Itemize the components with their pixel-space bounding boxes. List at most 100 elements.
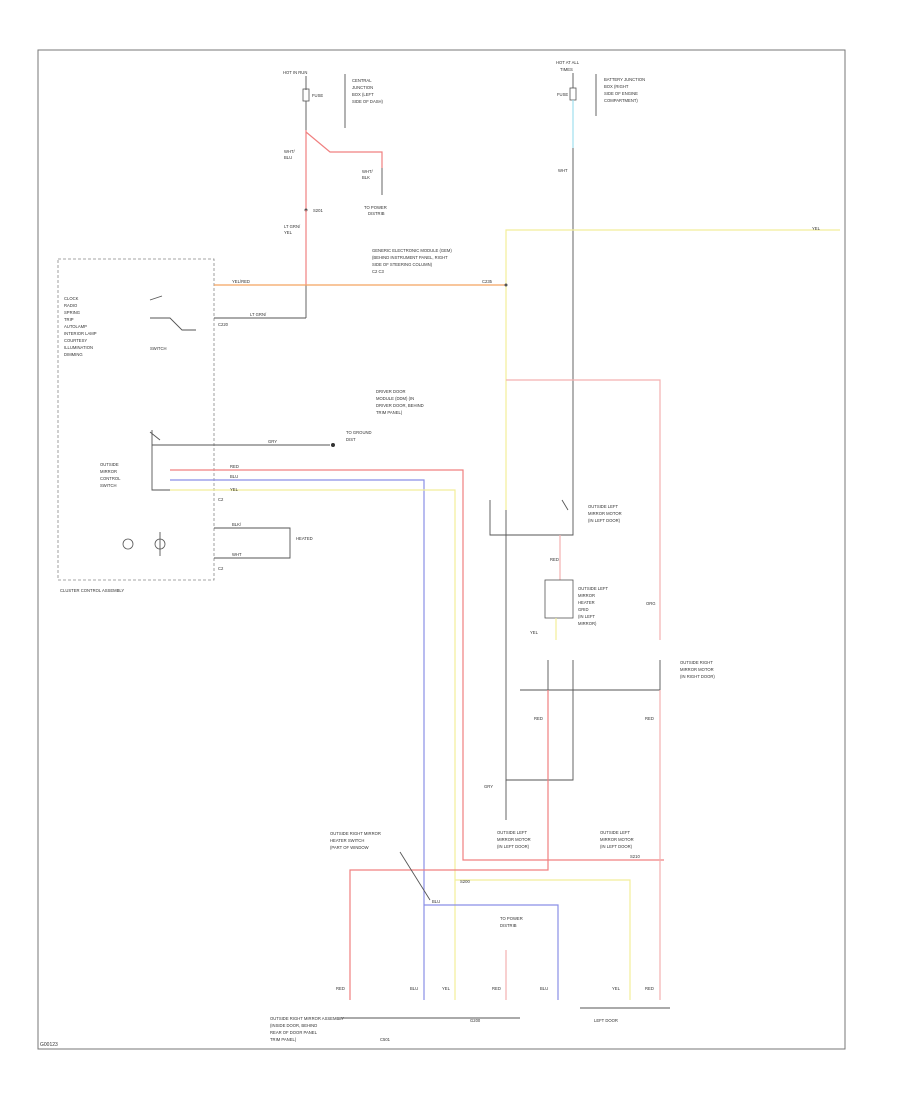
bottom-right-desc: S210	[630, 854, 640, 859]
center-desc: MODULE (DDM) (IN	[376, 396, 414, 401]
svg-text:RADIO: RADIO	[64, 303, 78, 308]
bottom-left-desc: (PART OF WINDOW	[330, 845, 369, 850]
module-box-label: CLUSTER CONTROL ASSEMBLY	[60, 588, 124, 593]
connector-label: C2	[218, 497, 224, 502]
to-power-label: TO POWER	[364, 205, 387, 210]
wire-label: BLK	[362, 175, 370, 180]
connector-label: C235	[482, 279, 493, 284]
wire-label: YEL	[612, 986, 621, 991]
wire-label: RED	[230, 464, 239, 469]
heater-lines	[214, 527, 291, 559]
bottom-center-desc: MIRROR MOTOR	[497, 837, 531, 842]
wire-pink-right	[506, 379, 661, 640]
harness-label: SIDE OF STEERING COLUMN)	[372, 262, 433, 267]
wire-label: BLU	[284, 155, 292, 160]
distrib-label: DISTRIB	[368, 211, 385, 216]
switch-label: SWITCH	[150, 346, 167, 351]
heater-desc: HEATER	[578, 600, 595, 605]
left-desc: REAR OF DOOR PANEL	[270, 1030, 318, 1035]
mirror-switch-lines	[151, 430, 170, 491]
wire-label: BLU	[230, 474, 238, 479]
wire-label: RED	[492, 986, 501, 991]
center-desc: TRIM PANEL)	[376, 410, 403, 415]
bottom-right-desc: MIRROR MOTOR	[600, 837, 634, 842]
wire-label: LT GRN/	[250, 312, 267, 317]
figure-number: G00123	[40, 1042, 58, 1048]
left-desc: C501	[380, 1037, 391, 1042]
relay-desc: OUTSIDE LEFT	[588, 504, 618, 509]
battery-desc: SIDE OF ENGINE	[604, 91, 638, 96]
fuse-panel-desc: CENTRAL	[352, 78, 372, 83]
wire-label: YEL	[812, 226, 821, 231]
wire-label: YEL	[442, 986, 451, 991]
ground-label: G200	[470, 1018, 481, 1023]
fuse-right-symbol	[569, 87, 577, 101]
wire-label: GRY	[268, 439, 277, 444]
wire-label: BLU	[432, 899, 440, 904]
heater-grid	[544, 579, 574, 619]
module-inner: MIRROR	[100, 469, 117, 474]
center-desc: DRIVER DOOR, BEHIND	[376, 403, 424, 408]
wire-label: RED	[645, 986, 654, 991]
bottom-center-desc: (IN LEFT DOOR)	[497, 844, 530, 849]
cluster-module-lines: CLOCK RADIO SPRING TRIP AUTOLAMP INTERIO…	[64, 296, 97, 357]
heater-desc: OUTSIDE LEFT	[578, 586, 608, 591]
to-ground-label: TO GROUND	[346, 430, 372, 435]
wire-yellow-left	[170, 489, 456, 1000]
svg-text:COURTESY: COURTESY	[64, 338, 87, 343]
module-inner: CONTROL	[100, 476, 121, 481]
ground-label: LEFT DOOR	[594, 1018, 618, 1023]
heater-desc: MIRROR)	[578, 621, 597, 626]
svg-text:TRIP: TRIP	[64, 317, 74, 322]
wire-label: LT GRN/	[284, 224, 301, 229]
wire-label: RED	[336, 986, 345, 991]
wire-label: YEL/RED	[232, 279, 250, 284]
fuse-panel-desc: JUNCTION	[352, 85, 373, 90]
wire-label: WHT	[232, 552, 242, 557]
motor-row	[520, 660, 661, 691]
bottom-right-desc: OUTSIDE LEFT	[600, 830, 630, 835]
wire-label: YEL	[530, 630, 539, 635]
wire-red-lower	[349, 690, 549, 1000]
wire-label: BLU	[540, 986, 548, 991]
wire-yellow-lower	[455, 879, 631, 1000]
svg-text:INTERIOR LAMP: INTERIOR LAMP	[64, 331, 97, 336]
wire-blue-lower	[424, 904, 559, 1000]
mirror-left-icon	[122, 538, 134, 550]
fuse-panel-desc: SIDE OF DASH)	[352, 99, 384, 104]
svg-text:DIMMING: DIMMING	[64, 352, 83, 357]
harness-label: C2 C3	[372, 269, 385, 274]
heater-desc: MIRROR	[578, 593, 595, 598]
wire-label: WHT	[558, 168, 568, 173]
left-desc: (INSIDE DOOR, BEHIND	[270, 1023, 317, 1028]
hot-in-run-label: HOT IN RUN	[283, 70, 307, 75]
internal-switch	[149, 295, 196, 331]
wire-label: RED	[645, 716, 654, 721]
bottom-right-desc: (IN LEFT DOOR)	[600, 844, 633, 849]
left-desc: OUTSIDE RIGHT MIRROR ASSEMBLY	[270, 1016, 344, 1021]
heater-desc: (IN LEFT	[578, 614, 595, 619]
motor-desc: OUTSIDE RIGHT	[680, 660, 713, 665]
harness-label: GENERIC ELECTRONIC MODULE (GEM)	[372, 248, 452, 253]
wire-label: ORG	[646, 601, 656, 606]
harness-label: (BEHIND INSTRUMENT PANEL, RIGHT	[372, 255, 448, 260]
motor-desc: (IN RIGHT DOOR)	[680, 674, 715, 679]
hot-right-label: HOT AT ALL	[556, 60, 580, 65]
distrib-label: DISTRIB	[500, 923, 517, 928]
wire-yellow-top	[505, 229, 840, 510]
heater-desc: GRID	[578, 607, 588, 612]
cluster-control-assembly-box	[57, 258, 215, 581]
svg-text:ILLUMINATION: ILLUMINATION	[64, 345, 93, 350]
bottom-center-desc: OUTSIDE LEFT	[497, 830, 527, 835]
wire-label: BLK/	[232, 522, 242, 527]
connector-label: C2	[218, 566, 224, 571]
wire-red-mid	[170, 469, 664, 861]
wire-label: RED	[550, 557, 559, 562]
splice-label: S201	[313, 208, 323, 213]
svg-text:SPRING: SPRING	[64, 310, 80, 315]
diagram-border	[37, 49, 846, 1050]
wire-label: WHT/	[284, 149, 296, 154]
times-right-label: TIMES	[560, 67, 573, 72]
battery-desc: BATTERY JUNCTION	[604, 77, 645, 82]
